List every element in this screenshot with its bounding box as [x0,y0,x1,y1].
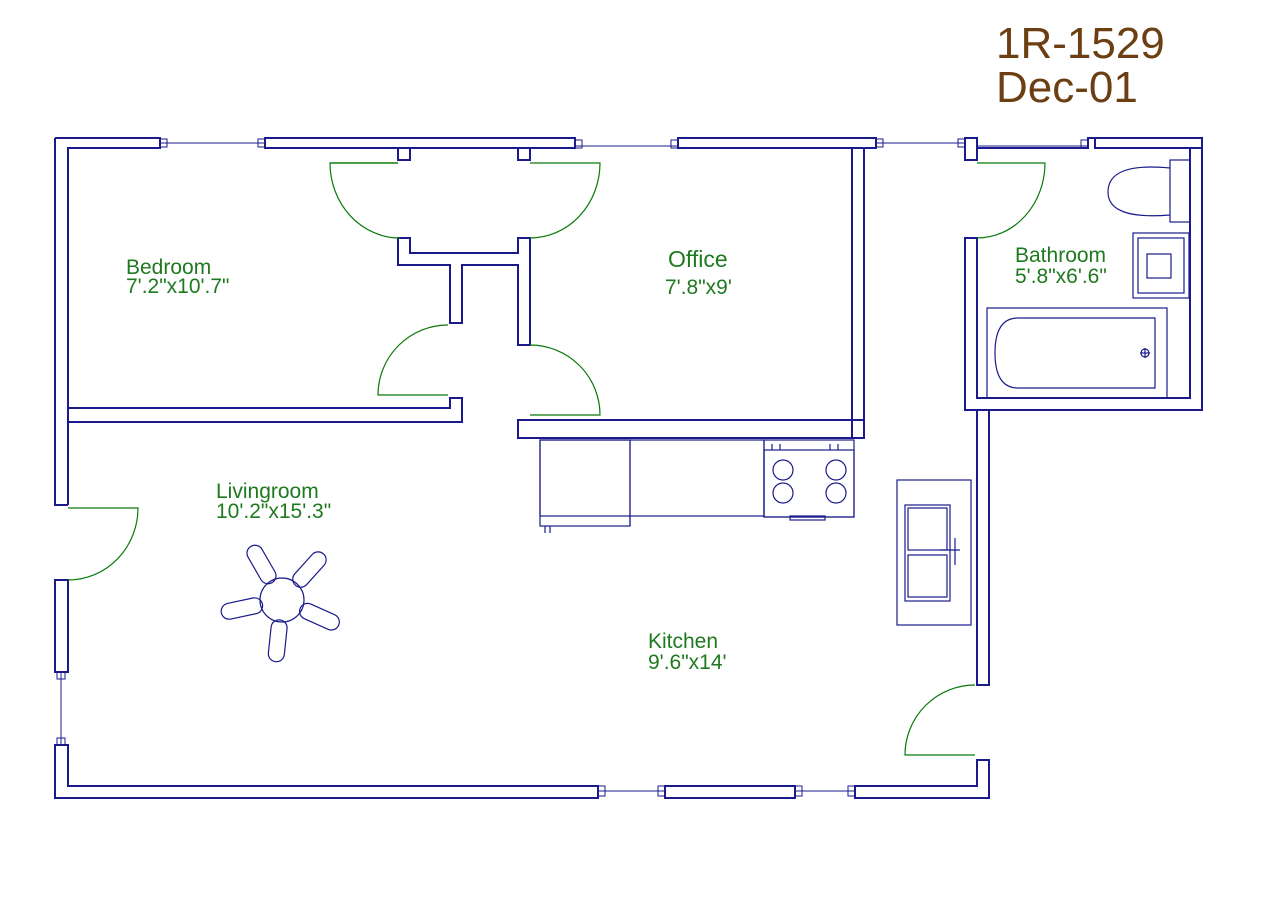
room-kitchen: Kitchen 9'.6"x14' [648,630,727,674]
doors [67,162,1046,756]
room-dimensions: 10'.2"x15'.3" [216,500,331,523]
sink-icon [1132,232,1190,299]
stove-icon [763,439,855,521]
exterior-walls [54,137,990,799]
room-name: Bedroom [126,256,211,279]
room-dimensions: 5'.8"x6'.6" [1015,265,1107,288]
room-dimensions: 7'.8"x9' [665,276,732,299]
bathroom-walls [851,137,1203,686]
room-bedroom: Bedroom 7'.2"x10'.7" [126,256,230,298]
interior-walls [67,148,865,439]
counter-icon [539,439,765,533]
room-dimensions: 9'.6"x14' [648,651,727,674]
room-dimensions: 7'.2"x10'.7" [126,275,230,298]
toilet-icon [1107,159,1191,223]
room-name: Livingroom [216,480,319,503]
room-name: Bathroom [1015,244,1106,267]
room-office: Office 7'.8"x9' [665,246,732,299]
kitchen-sink-icon [896,479,972,626]
bathtub-icon [986,307,1168,399]
ceiling-fan-icon [220,544,340,663]
room-livingroom: Livingroom 10'.2"x15'.3" [216,480,331,523]
room-name: Office [668,246,728,272]
room-name: Kitchen [648,630,718,653]
plan-date: Dec-01 [996,63,1138,112]
plan-id: 1R-1529 [996,19,1165,68]
room-bathroom: Bathroom 5'.8"x6'.6" [1015,244,1107,288]
